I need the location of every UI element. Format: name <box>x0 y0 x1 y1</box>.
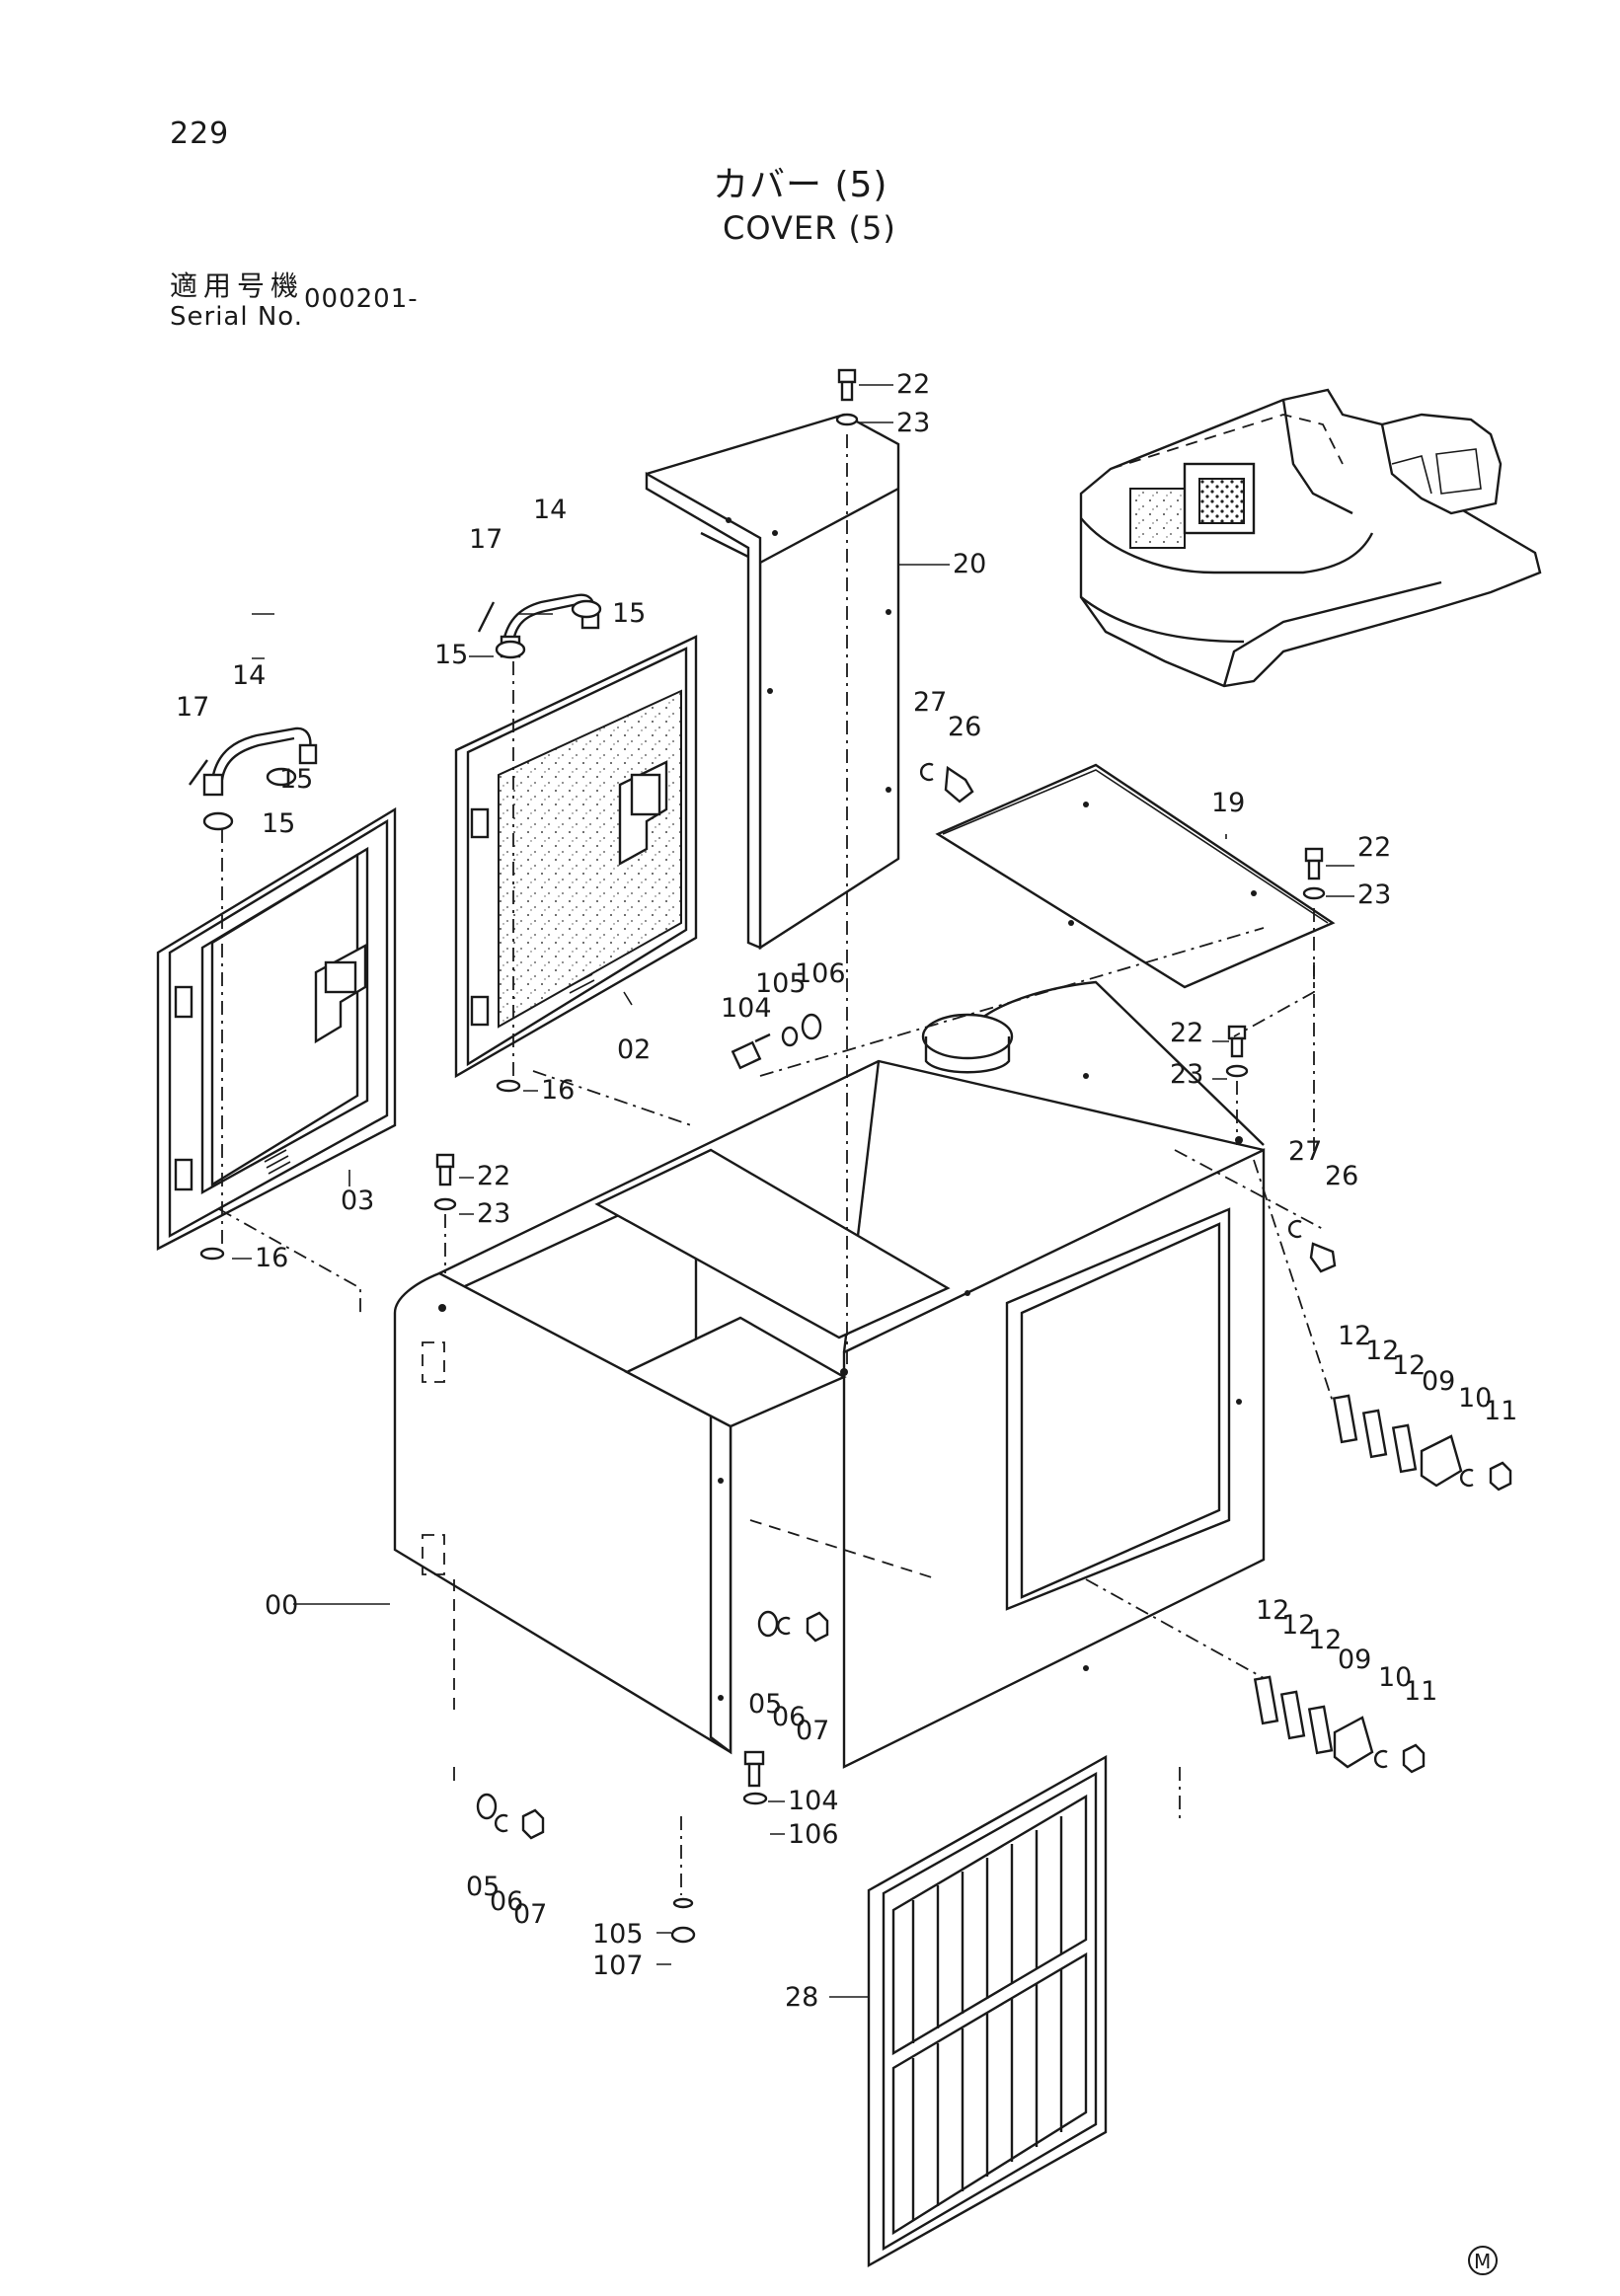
part-label: 22 <box>477 1161 510 1191</box>
bracket-set-lower <box>1253 1675 1426 1774</box>
part-label: 02 <box>617 1034 651 1065</box>
part-label: 06 <box>772 1702 806 1732</box>
part-label: 28 <box>785 1982 818 2013</box>
part-label: 105 <box>592 1919 644 1950</box>
page-title: COVER (5) <box>723 209 896 247</box>
part-label: 105 <box>755 968 807 999</box>
fastener-hardware <box>199 368 1337 1944</box>
handle-assemblies <box>189 593 602 831</box>
part-label: 14 <box>533 495 567 525</box>
page-number: 229 <box>170 116 230 151</box>
part-label: 03 <box>341 1186 374 1216</box>
part-19-top-plate <box>935 763 1336 989</box>
part-label: 23 <box>477 1198 510 1229</box>
part-label: 12 <box>1256 1595 1289 1626</box>
serial-label: Serial No. <box>170 302 303 332</box>
part-label: 23 <box>1170 1059 1203 1090</box>
part-label: 16 <box>541 1075 575 1106</box>
manufacturer-mark: M <box>1468 2246 1498 2275</box>
part-label: 12 <box>1308 1625 1342 1655</box>
part-label: 19 <box>1211 788 1245 818</box>
part-label: 23 <box>896 408 930 438</box>
part-label: 16 <box>255 1243 288 1273</box>
part-label: 12 <box>1365 1336 1399 1366</box>
leader-lines <box>232 384 1354 1998</box>
part-labels: 00 02 03 05 06 07 05 06 07 09 10 11 12 1… <box>176 369 1517 2013</box>
part-label: 26 <box>1325 1161 1358 1191</box>
part-label: 05 <box>748 1689 782 1720</box>
part-label: 22 <box>1170 1018 1203 1048</box>
part-02-door-middle <box>454 635 698 1079</box>
part-label: 23 <box>1357 880 1391 910</box>
mark-letter: M <box>1474 2250 1491 2273</box>
serial-number-range: 000201- <box>304 284 419 314</box>
part-28-grille <box>867 1754 1108 2268</box>
bracket-set-upper <box>1332 1394 1512 1492</box>
part-label: 106 <box>788 1819 839 1850</box>
part-label: 17 <box>469 524 502 555</box>
part-label: 15 <box>262 808 295 839</box>
part-label: 06 <box>490 1886 523 1917</box>
part-label: 104 <box>721 993 772 1024</box>
part-label: 11 <box>1484 1396 1517 1426</box>
part-label: 11 <box>1404 1676 1437 1707</box>
part-03-door-left <box>156 806 397 1251</box>
serial-label-japanese: 適用号機 <box>170 269 305 302</box>
part-label: 12 <box>1338 1321 1371 1351</box>
part-label: 15 <box>434 640 468 670</box>
assembly-lines <box>218 434 1334 1895</box>
part-label: 00 <box>265 1590 298 1621</box>
part-label: 07 <box>513 1899 547 1930</box>
part-label: 17 <box>176 692 209 723</box>
part-label: 22 <box>1357 832 1391 863</box>
part-label: 27 <box>1288 1136 1322 1167</box>
part-label: 104 <box>788 1786 839 1816</box>
part-label: 15 <box>279 764 313 795</box>
part-label: 107 <box>592 1951 644 1981</box>
machine-overview-sketch <box>1079 388 1542 688</box>
part-label: 05 <box>466 1872 500 1902</box>
part-label: 10 <box>1378 1662 1412 1693</box>
part-label: 22 <box>896 369 930 400</box>
part-00-main-cover-box <box>393 980 1266 1769</box>
part-label: 20 <box>953 549 986 579</box>
part-label: 26 <box>948 712 981 742</box>
part-label: 10 <box>1458 1383 1492 1414</box>
page-title-japanese: カバー (5) <box>713 165 888 205</box>
part-label: 14 <box>232 660 266 691</box>
part-label: 12 <box>1392 1350 1426 1381</box>
part-label: 07 <box>796 1716 829 1746</box>
part-label: 27 <box>913 687 947 718</box>
part-label: 09 <box>1338 1645 1371 1675</box>
part-label: 15 <box>612 598 646 629</box>
part-label: 09 <box>1422 1366 1455 1397</box>
part-label: 12 <box>1281 1610 1315 1641</box>
part-label: 106 <box>795 958 846 989</box>
